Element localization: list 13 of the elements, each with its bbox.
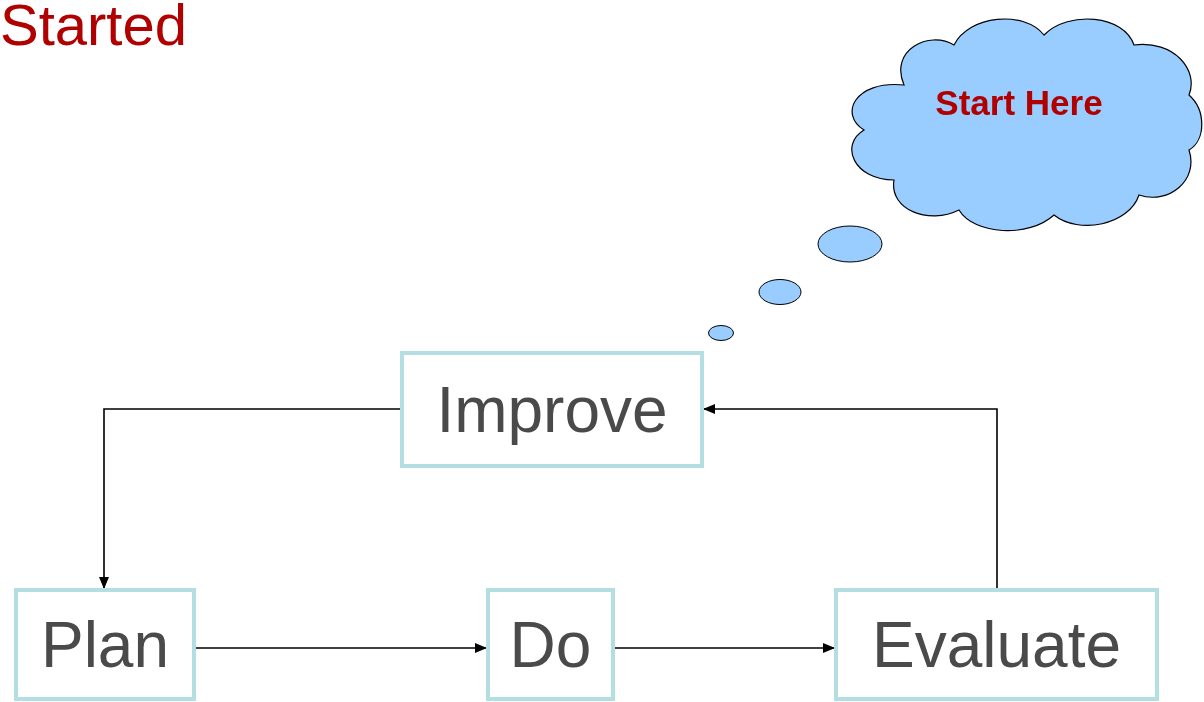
step-label: Evaluate	[871, 612, 1122, 677]
step-box	[14, 588, 196, 701]
step-box	[400, 351, 704, 468]
arrow	[703, 404, 998, 589]
arrow	[614, 643, 835, 653]
cloud-text: Start Here	[935, 83, 1103, 123]
arrow	[195, 643, 487, 653]
step-label: Plan	[40, 612, 170, 677]
arrow	[99, 408, 401, 589]
step-box	[486, 588, 615, 701]
step-box	[834, 588, 1159, 701]
step-label: Do	[509, 612, 592, 677]
title: Started	[0, 0, 187, 59]
